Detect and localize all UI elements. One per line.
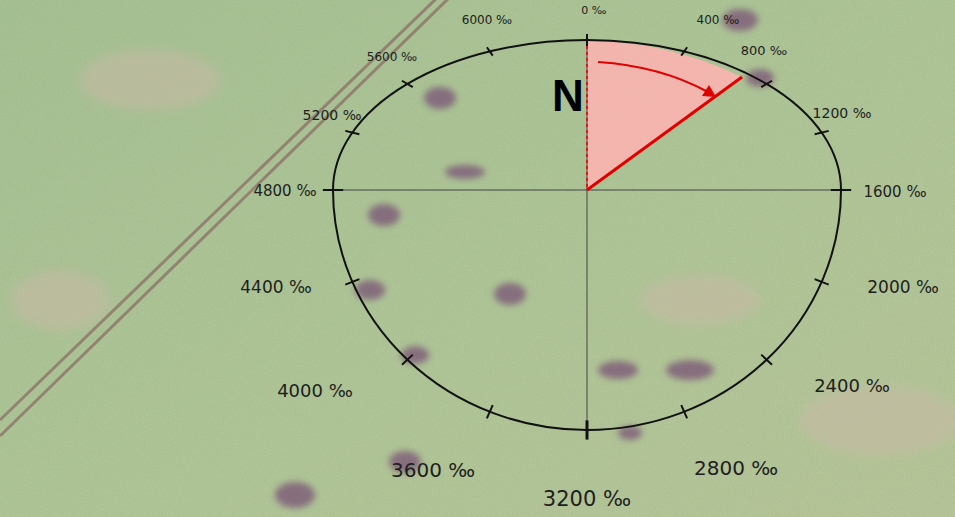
compass-ring [333, 40, 841, 430]
mil-label: 4400 ‰ [240, 279, 311, 296]
mil-label: 5600 ‰ [367, 51, 417, 63]
mil-label: 5200 ‰ [303, 108, 362, 122]
mil-label: 2000 ‰ [867, 279, 938, 296]
tick-mark [815, 279, 829, 285]
mil-label: 4000 ‰ [277, 382, 353, 400]
bearing-arrow [598, 62, 708, 92]
north-south-axis [587, 40, 588, 430]
tick-marks [323, 34, 851, 440]
mil-label: 1200 ‰ [813, 106, 872, 120]
tick-mark [323, 189, 343, 191]
tick-mark [761, 355, 772, 365]
mil-label: 6000 ‰ [462, 14, 512, 26]
bearing-line [587, 77, 742, 190]
north-line [586, 40, 588, 190]
tick-mark [681, 47, 687, 55]
tick-mark [586, 34, 588, 46]
mil-label: 4800 ‰ [253, 184, 316, 199]
mil-label: 2400 ‰ [814, 377, 890, 395]
bearing-arrowhead [702, 85, 716, 97]
tick-mark [761, 81, 772, 87]
mil-label: 3200 ‰ [543, 489, 631, 510]
tick-mark [487, 47, 493, 55]
mil-label: 2800 ‰ [694, 458, 778, 478]
north-label: N [552, 74, 584, 118]
mil-label: 800 ‰ [741, 44, 787, 57]
mil-label: 3600 ‰ [391, 460, 475, 480]
east-west-axis [332, 190, 840, 191]
tick-mark [831, 189, 851, 191]
tick-mark [345, 279, 359, 285]
tick-mark [681, 405, 687, 418]
tick-mark [402, 355, 413, 365]
tick-mark [345, 131, 359, 134]
tick-mark [586, 420, 589, 439]
tick-mark [402, 81, 413, 87]
mil-label: 0 ‰ [581, 5, 606, 16]
tick-mark [815, 131, 829, 134]
tick-mark [487, 405, 493, 418]
mil-label: 1600 ‰ [863, 185, 926, 200]
mil-label: 400 ‰ [697, 14, 740, 26]
